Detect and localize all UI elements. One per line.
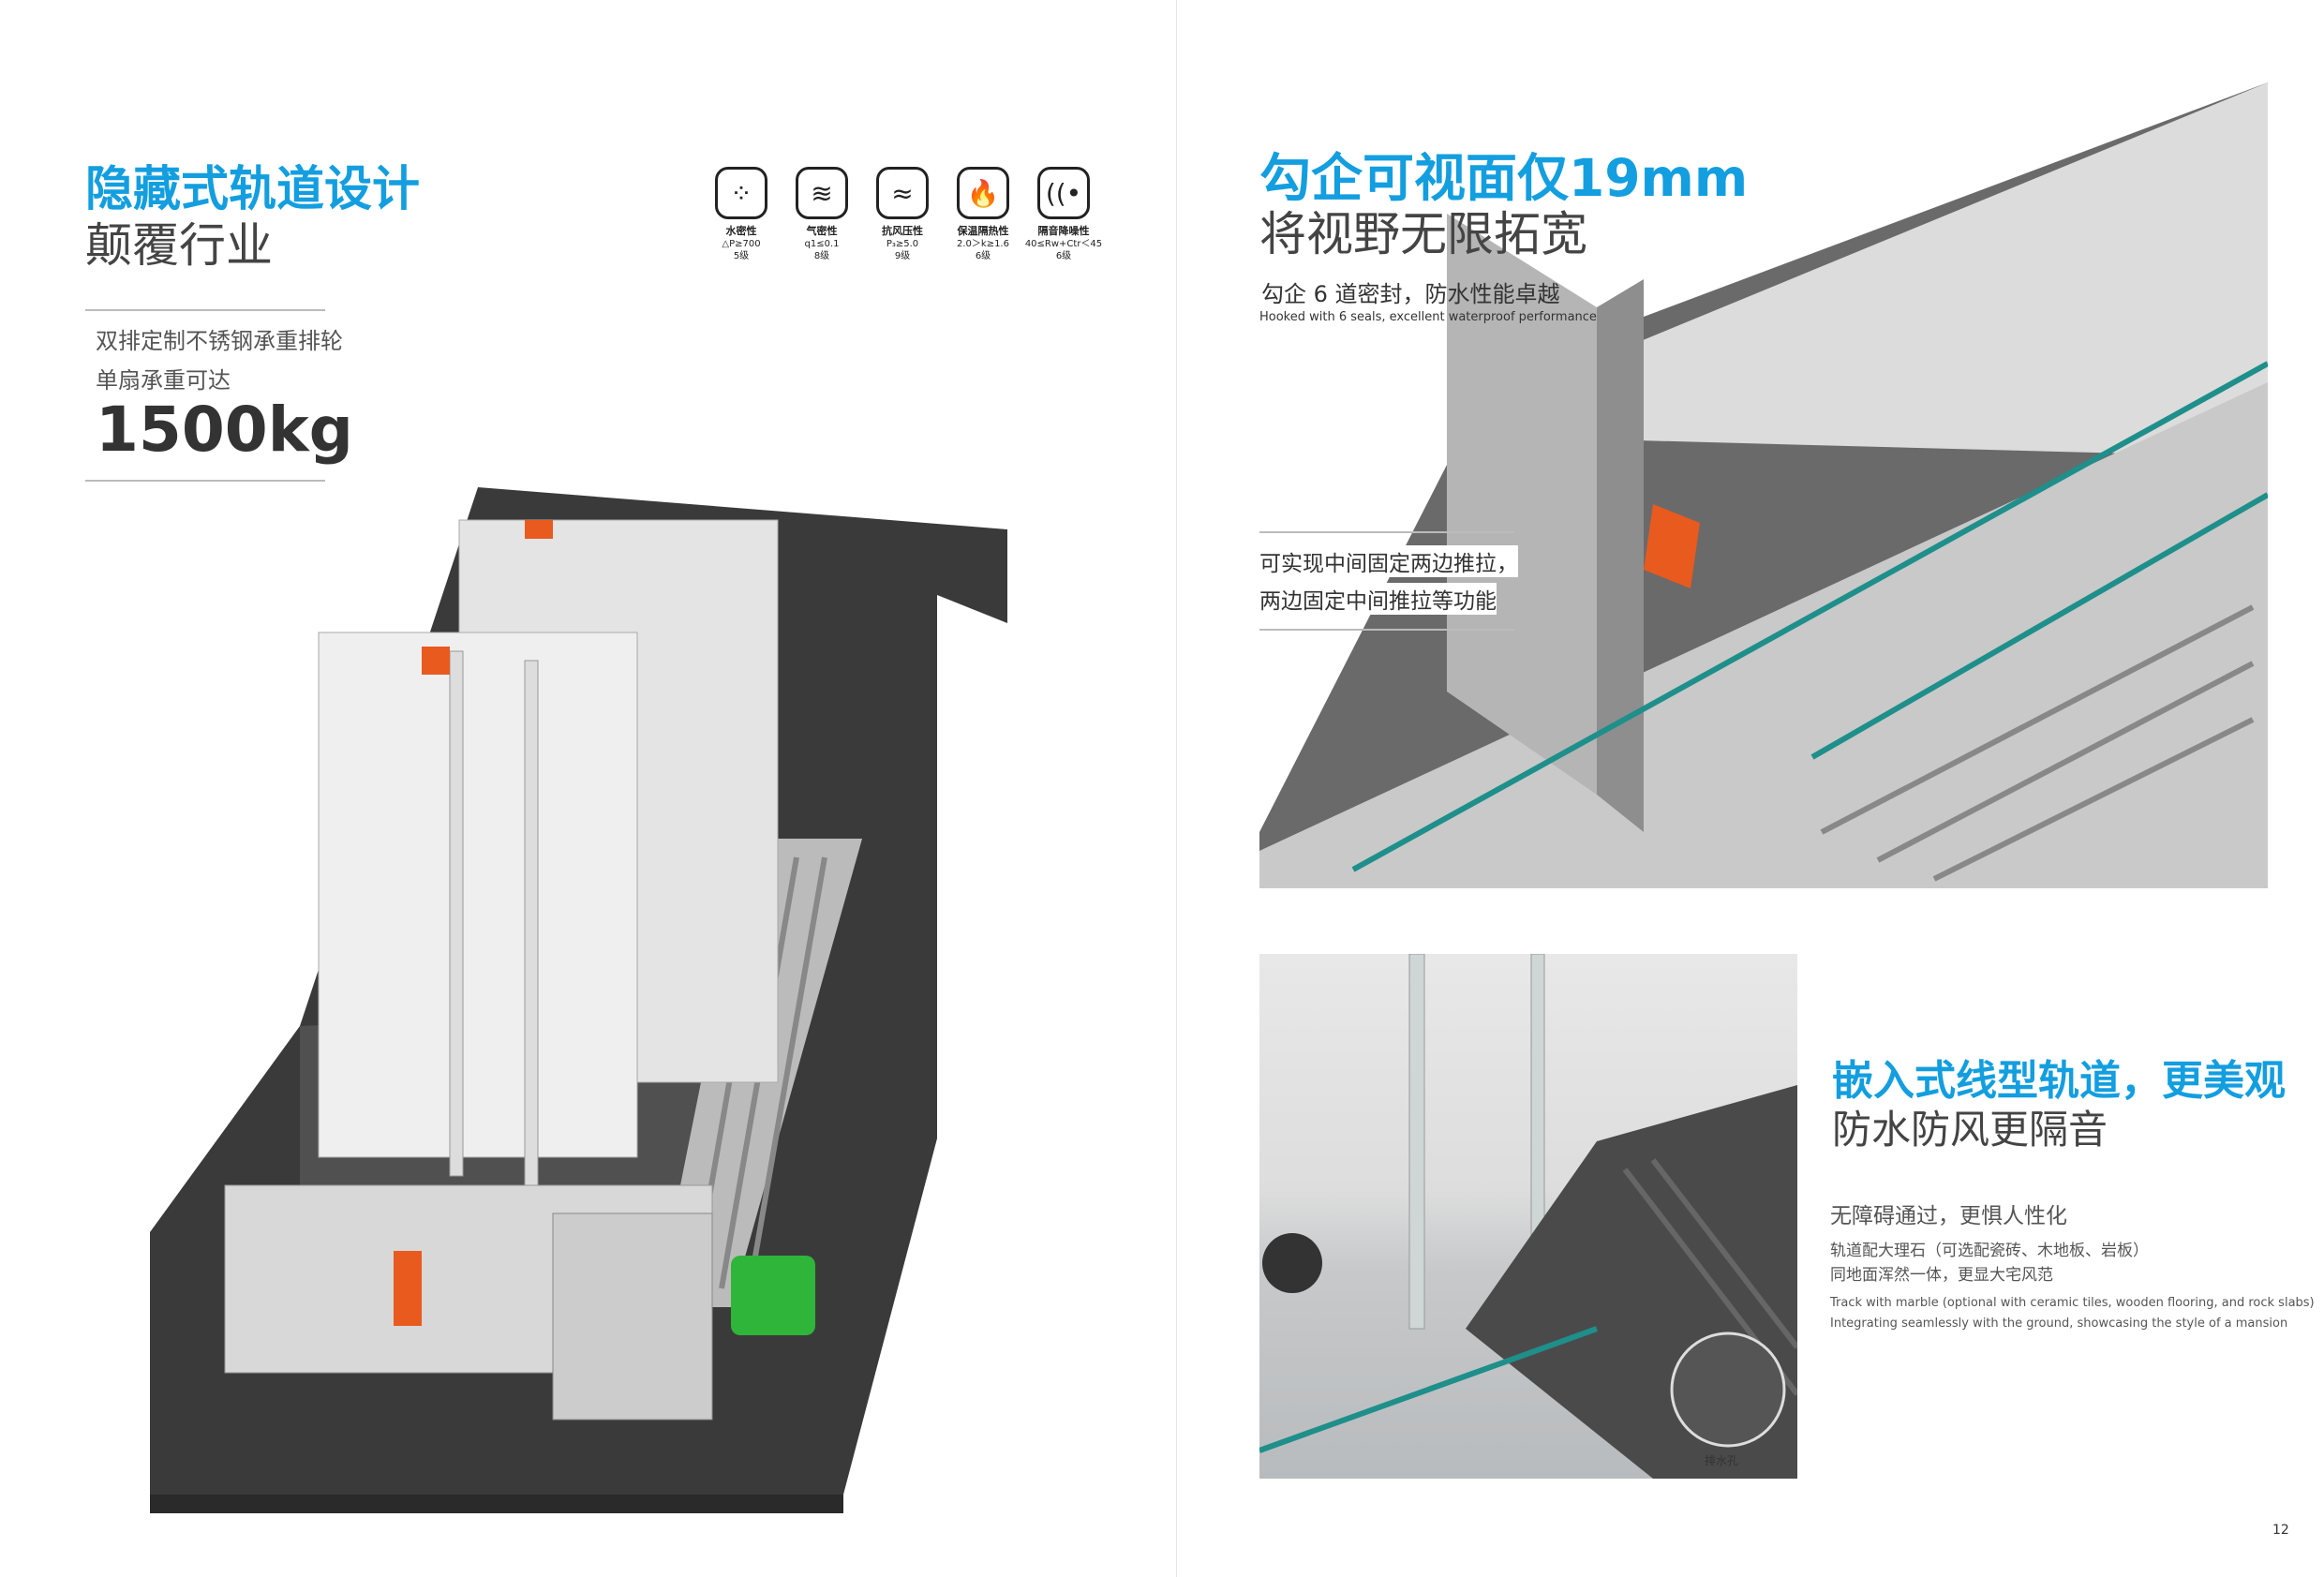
function-text-2: 两边固定中间推拉等功能 [1259,583,1497,615]
performance-grade: 5级 [733,251,750,261]
marble-text-2: 同地面浑然一体，更显大宅风范 [1830,1266,2053,1285]
divider [1259,531,1514,533]
icon-glyph: ⁘ [730,177,752,209]
seal-text-cn: 勾企 6 道密封，防水性能卓越 [1261,281,1560,307]
function-text-1: 可实现中间固定两边推拉， [1259,545,1518,577]
icon-glyph: 🔥 [966,177,1000,209]
icon-glyph: ≋ [811,177,833,209]
performance-item: 隔音降噪性 40≤Rw+Ctr＜45 6级 [1021,225,1106,262]
right-subtitle: 将视野无限拓宽 [1259,207,1587,261]
performance-item: 抗风压性 P₃≥5.0 9级 [860,225,945,262]
accessibility-text: 无障碍通过，更惧人性化 [1830,1204,2067,1228]
page-divider [1176,0,1177,1577]
performance-grade: 8级 [813,251,830,261]
marble-text-1: 轨道配大理石（可选配瓷砖、木地板、岩板） [1830,1242,2149,1260]
embedded-track-title: 嵌入式线型轨道，更美观 [1832,1057,2286,1105]
performance-name: 抗风压性 [882,225,923,237]
performance-grade: 6级 [1055,251,1072,261]
bearing-text: 双排定制不锈钢承重排轮 [96,328,343,354]
divider [85,309,325,311]
page-number: 12 [2272,1523,2289,1538]
performance-spec: △P≥700 [722,239,761,249]
left-subtitle: 颠覆行业 [85,218,273,273]
left-title: 隐藏式轨道设计 [85,162,421,217]
load-text: 单扇承重可达 [96,367,231,394]
drain-hole-label: 排水孔 [1705,1454,1739,1467]
performance-item: 气密性 q1≤0.1 8级 [780,225,864,262]
sound-insulation-icon: ((• [1037,167,1090,219]
icon-glyph: ((• [1045,177,1082,209]
performance-name: 隔音降噪性 [1037,225,1090,237]
performance-grade: 6级 [975,251,991,261]
performance-name: 气密性 [806,225,838,237]
air-tightness-icon: ≋ [796,167,848,219]
performance-grade: 9级 [894,251,911,261]
wind-pressure-icon: ≈ [876,167,929,219]
performance-name: 水密性 [725,225,757,237]
performance-spec: q1≤0.1 [804,239,840,249]
hook-profile-illustration [1259,82,2268,888]
weight-value: 1500kg [96,394,353,466]
marble-text-en-2: Integrating seamlessly with the ground, … [1830,1317,2288,1331]
performance-spec: 40≤Rw+Ctr＜45 [1024,239,1103,249]
seal-text-en: Hooked with 6 seals, excellent waterproo… [1259,310,1597,324]
performance-spec: 2.0＞k≥1.6 [957,239,1009,249]
divider [85,480,325,482]
right-title: 勾企可视面仅19mm [1259,148,1749,208]
performance-item: 水密性 △P≥700 5级 [699,225,783,262]
divider [1259,629,1514,631]
flame-icon: 🔥 [957,167,1009,219]
icon-glyph: ≈ [891,177,914,209]
performance-item: 保温隔热性 2.0＞k≥1.6 6级 [941,225,1025,262]
marble-text-en-1: Track with marble (optional with ceramic… [1830,1296,2315,1310]
water-tightness-icon: ⁘ [715,167,767,219]
performance-name: 保温隔热性 [957,225,1009,237]
embedded-track-subtitle: 防水防风更隔音 [1832,1107,2108,1153]
embedded-track-photo: 排水孔 [1259,954,1797,1479]
performance-spec: P₃≥5.0 [886,239,919,249]
track-cross-section-illustration [150,487,1007,1513]
